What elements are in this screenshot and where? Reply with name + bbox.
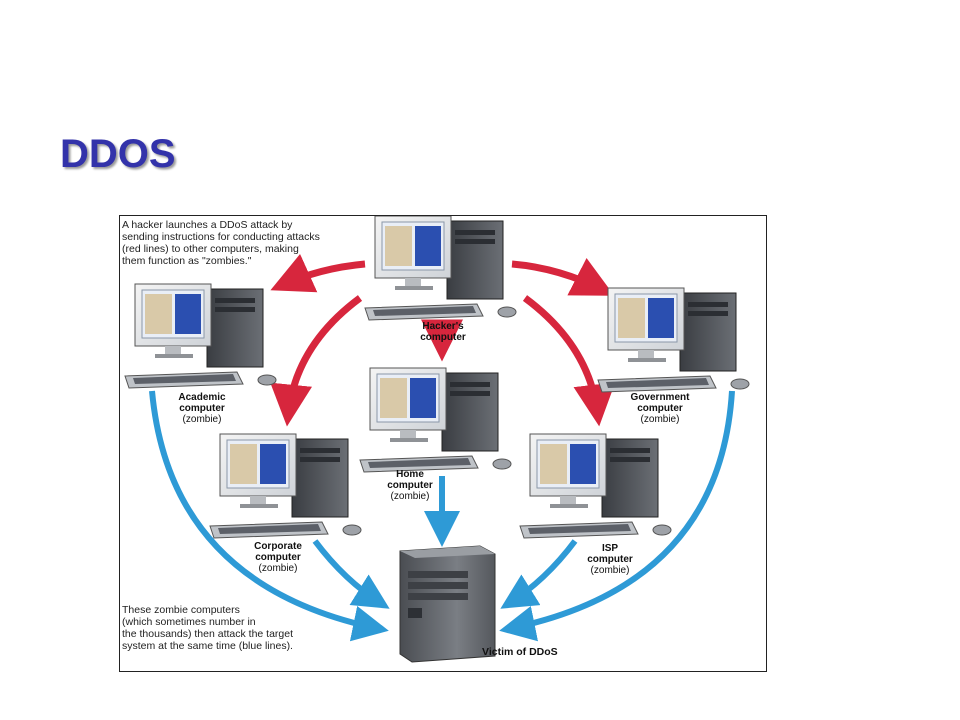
- label-government: Government computer (zombie): [605, 392, 715, 425]
- intro-note: A hacker launches a DDoS attack by sendi…: [122, 219, 320, 267]
- label-hacker: Hacker's computer: [388, 321, 498, 343]
- label-government-role: (zombie): [640, 414, 680, 425]
- mouse: [652, 524, 672, 536]
- screen-window: [260, 444, 286, 484]
- label-academic-name: Academic computer: [178, 392, 226, 414]
- label-academic-role: (zombie): [182, 414, 222, 425]
- ddos-diagram: A hacker launches a DDoS attack by sendi…: [119, 215, 767, 672]
- label-hacker-name: Hacker's computer: [420, 321, 466, 343]
- mouse: [497, 306, 517, 318]
- label-isp-role: (zombie): [590, 565, 630, 576]
- screen-window: [540, 444, 567, 484]
- mouse: [342, 524, 362, 536]
- label-corporate-name: Corporate computer: [254, 541, 302, 563]
- arrow-academic-to-victim: [149, 390, 389, 642]
- red-instruction-arrows: [270, 253, 616, 427]
- screen-window: [618, 298, 645, 338]
- screen-window: [380, 378, 407, 418]
- label-isp: ISP computer (zombie): [555, 543, 665, 576]
- victim-label: Victim of DDoS: [482, 646, 558, 658]
- screen-window: [145, 294, 172, 334]
- label-academic: Academic computer (zombie): [147, 392, 257, 425]
- drive-bay: [408, 608, 422, 618]
- mouse: [730, 378, 750, 390]
- mouse: [257, 374, 277, 386]
- victim-server: [399, 545, 496, 663]
- screen-window: [415, 226, 441, 266]
- label-government-name: Government computer: [630, 392, 690, 414]
- slide-title: DDOS: [60, 132, 176, 176]
- label-corporate-role: (zombie): [258, 563, 298, 574]
- arrow-government-to-victim: [499, 390, 735, 642]
- arrow-hacker-to-corporate: [270, 295, 363, 427]
- arrow-corporate-to-victim: [312, 539, 390, 609]
- arrow-hacker-to-government: [511, 257, 615, 296]
- computer-academic: [124, 283, 277, 389]
- screen-window: [175, 294, 201, 334]
- diagram-canvas: [124, 216, 750, 663]
- label-corporate: Corporate computer (zombie): [223, 541, 333, 574]
- computer-home: [359, 367, 512, 473]
- mouse: [492, 458, 512, 470]
- arrow-hacker-to-academic: [270, 253, 366, 293]
- label-home: Home computer (zombie): [355, 469, 465, 502]
- label-isp-name: ISP computer: [587, 543, 633, 565]
- drive-bay: [408, 582, 468, 589]
- computer-isp: [519, 433, 672, 539]
- drive-bay: [408, 571, 468, 578]
- screen-window: [385, 226, 412, 266]
- computer-government: [597, 287, 750, 393]
- screen-window: [410, 378, 436, 418]
- arrow-hacker-to-isp: [522, 295, 616, 427]
- drive-bay: [408, 593, 468, 600]
- screen-window: [230, 444, 257, 484]
- label-home-role: (zombie): [390, 491, 430, 502]
- blue-attack-arrows: [149, 390, 735, 642]
- screen-window: [648, 298, 674, 338]
- computer-hacker: [364, 216, 517, 321]
- arrow-isp-to-victim: [500, 539, 578, 609]
- outro-note: These zombie computers (which sometimes …: [122, 604, 294, 652]
- computer-corporate: [209, 433, 362, 539]
- screen-window: [570, 444, 596, 484]
- label-home-name: Home computer: [387, 469, 433, 491]
- computers: [124, 216, 750, 539]
